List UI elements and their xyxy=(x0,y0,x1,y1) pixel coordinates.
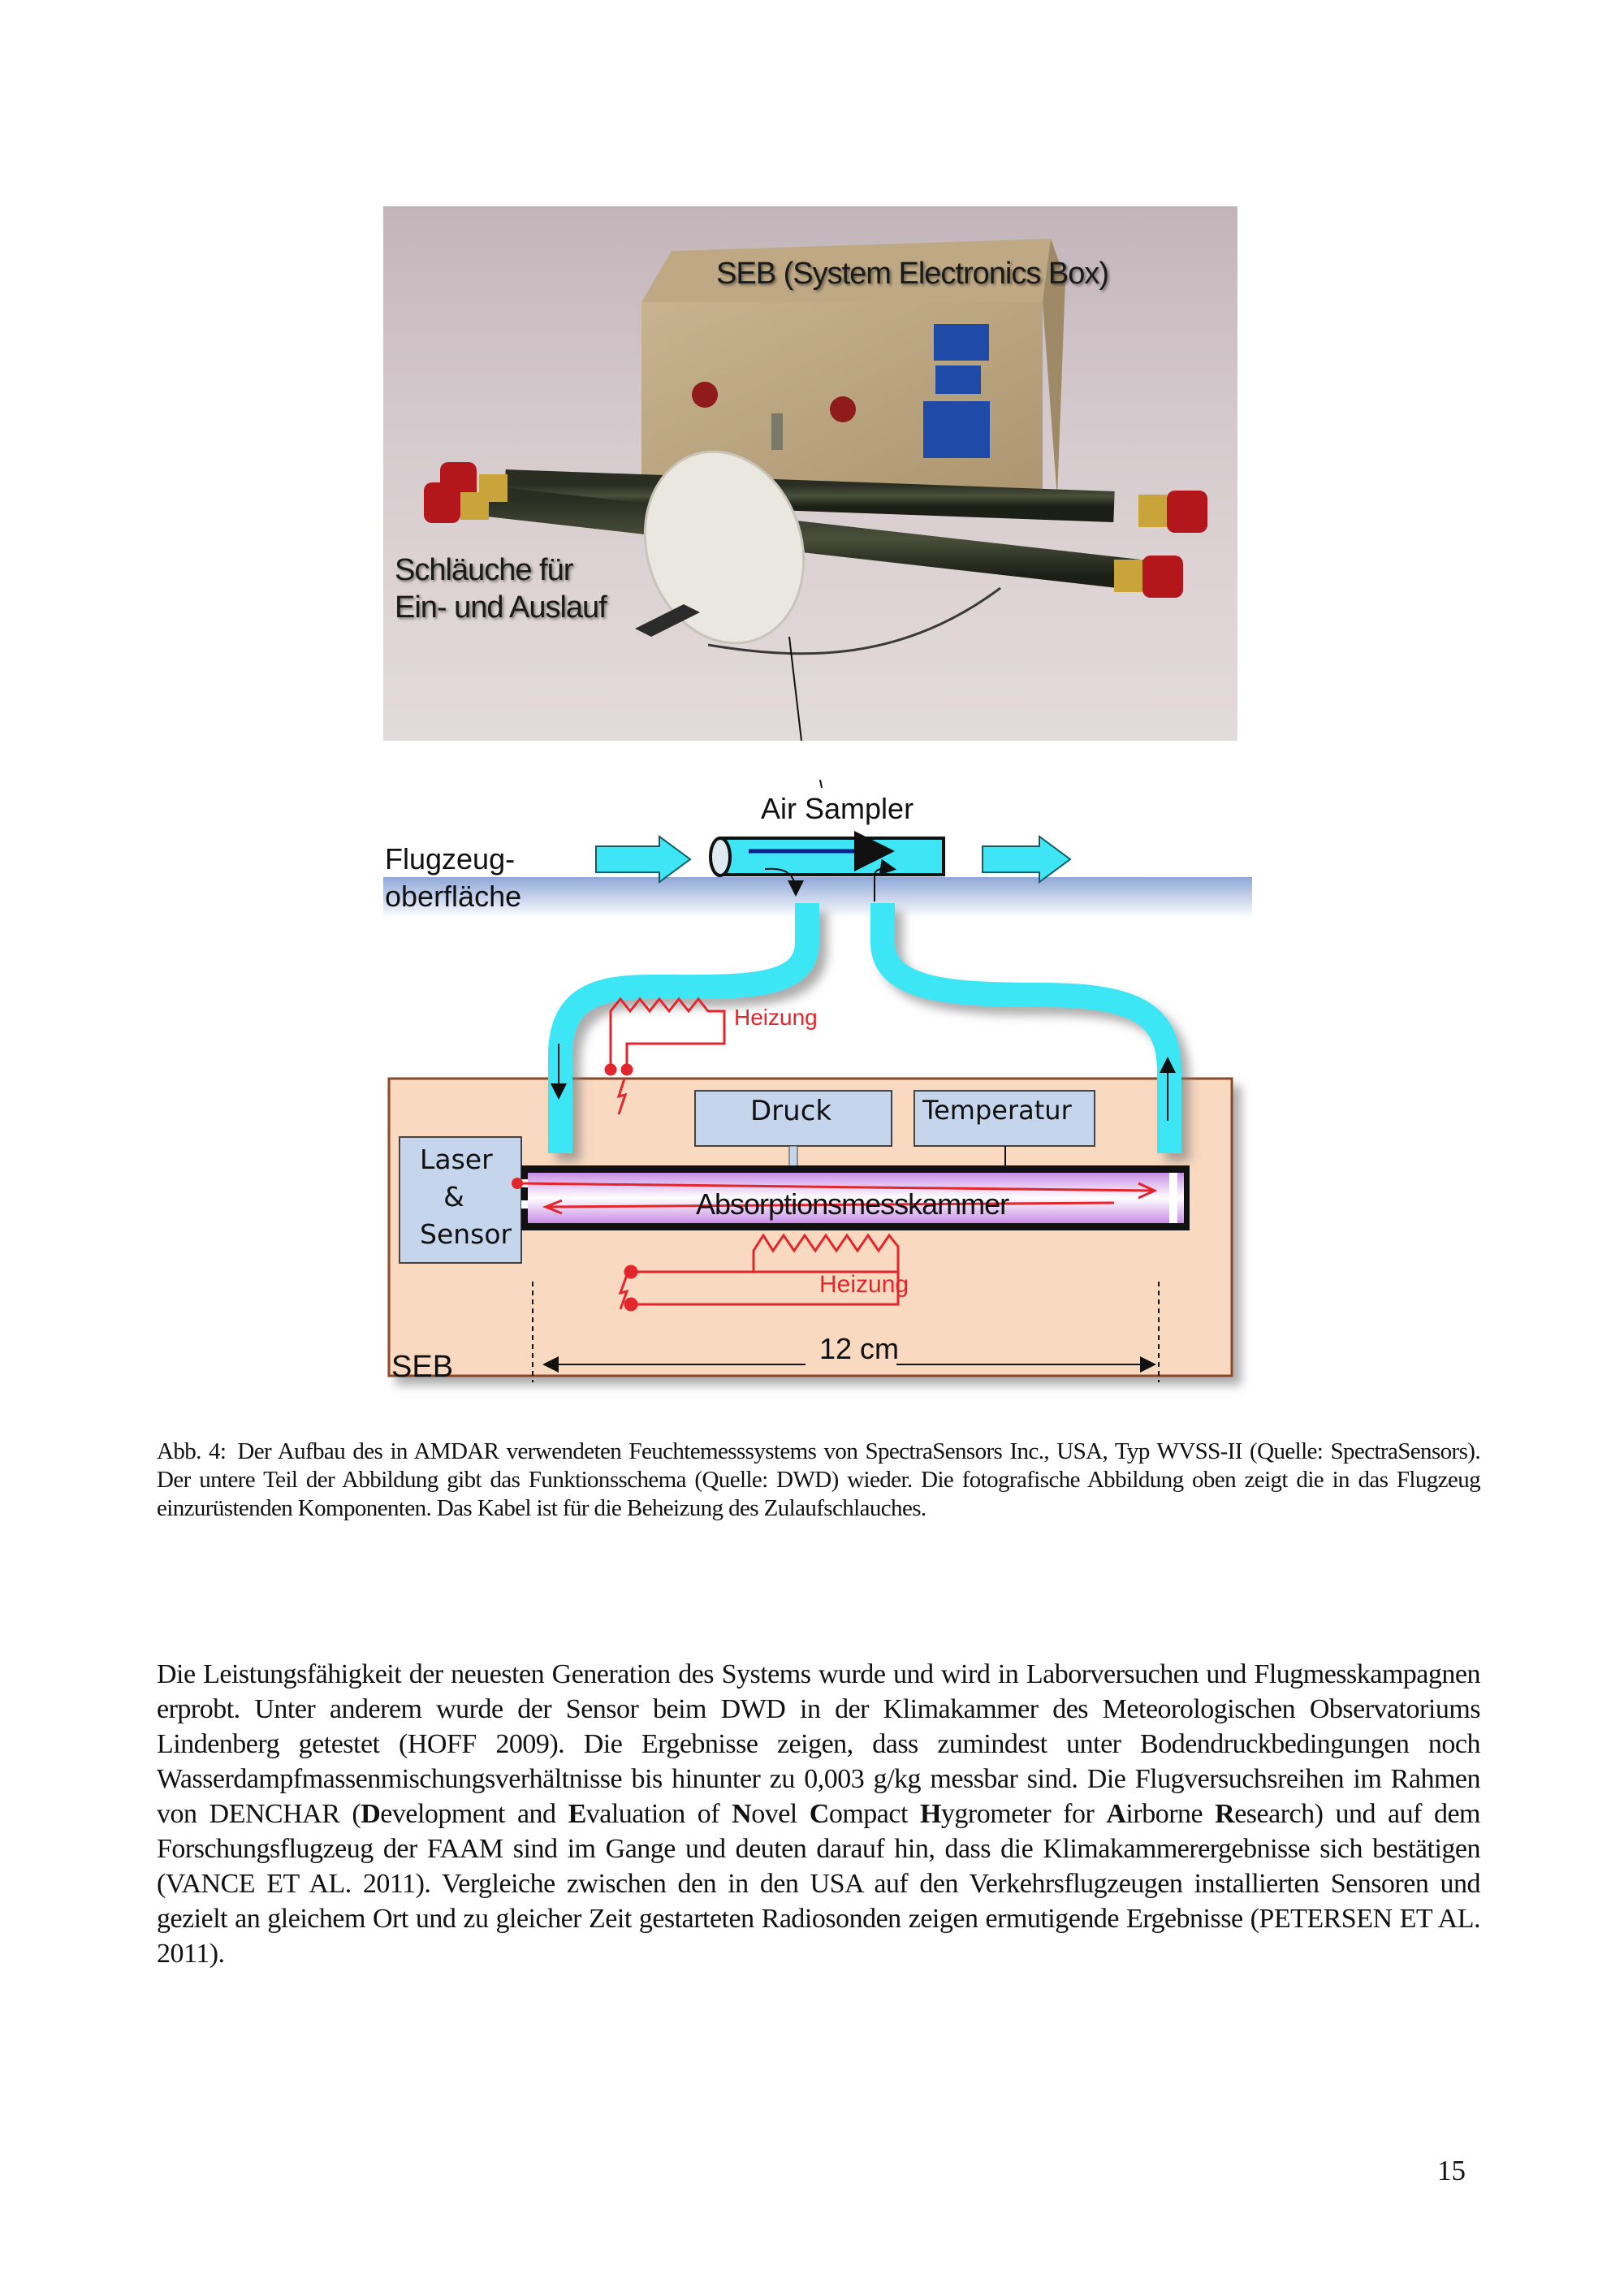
laser-label-line1: Laser xyxy=(420,1144,493,1175)
air-sampler-part xyxy=(635,450,1001,655)
scale-bar xyxy=(532,1282,1160,1382)
tube-heater-label: Heizung xyxy=(734,1005,818,1030)
acronym-initial: R xyxy=(1215,1799,1235,1829)
flow-arrows xyxy=(595,835,1072,884)
electronics-box xyxy=(641,239,1065,499)
body-text-part2: ) und auf dem Forschungsflugzeug der FAA… xyxy=(157,1799,1481,1969)
scale-label: 12 cm xyxy=(819,1332,900,1365)
temperature-label: Temperatur xyxy=(922,1095,1072,1126)
acronym-initial: E xyxy=(568,1799,587,1829)
sample-tubes xyxy=(548,903,1181,1153)
acronym-word-rest: ygrometer for xyxy=(940,1799,1107,1829)
function-diagram: Air Sampler Flugzeug- oberfläche Heizung… xyxy=(383,780,1252,1405)
acronym-word-rest: esearch xyxy=(1234,1799,1315,1829)
surface-label-line1: Flugzeug- xyxy=(385,842,516,876)
chamber-heater xyxy=(618,1233,900,1312)
acronym-word-rest: irborne xyxy=(1125,1799,1216,1829)
chamber-heater-label: Heizung xyxy=(819,1271,909,1298)
hoses-label-line1: Schläuche für xyxy=(395,553,573,587)
pressure-label: Druck xyxy=(750,1095,832,1127)
laser-sensor-box xyxy=(399,1136,522,1264)
photo-label-hoses: Schläuche für Ein- und Auslauf xyxy=(395,551,607,626)
laser-sensor-label: Laser & Sensor xyxy=(420,1141,512,1253)
figure-caption: Abb. 4:Der Aufbau des in AMDAR verwendet… xyxy=(157,1438,1481,1523)
acronym-initial: N xyxy=(732,1799,752,1829)
air-sampler-tube xyxy=(709,831,945,902)
acronym-word-rest: ovel xyxy=(751,1799,810,1829)
air-sampler-label: Air Sampler xyxy=(761,792,914,825)
hoses xyxy=(424,462,1207,598)
acronym-initial: H xyxy=(919,1799,941,1829)
photo-title-seb: SEB (System Electronics Box) xyxy=(716,257,1109,291)
figure-photo: SEB (System Electronics Box) Schläuche f… xyxy=(383,206,1237,741)
surface-label-line2: oberfläche xyxy=(385,880,522,913)
aircraft-surface-label: Flugzeug- oberfläche xyxy=(385,841,521,915)
seb-label: SEB xyxy=(391,1350,454,1384)
body-paragraph: Die Leistungsfähigkeit der neuesten Gene… xyxy=(157,1657,1481,1971)
denchar-expansion: Development and Evaluation of Novel Comp… xyxy=(361,1799,1315,1829)
absorption-chamber xyxy=(512,1165,1190,1230)
tube-heater xyxy=(604,997,726,1115)
caption-text: Der Aufbau des in AMDAR verwendeten Feuc… xyxy=(157,1438,1481,1521)
acronym-word-rest: valuation of xyxy=(585,1799,732,1829)
diagram-graphics xyxy=(383,780,1252,1382)
laser-label-line3: Sensor xyxy=(420,1218,512,1250)
acronym-initial: A xyxy=(1106,1799,1126,1829)
hoses-label-line2: Ein- und Auslauf xyxy=(395,590,607,625)
pointer-line xyxy=(788,636,802,741)
acronym-word-rest: evelopment and xyxy=(380,1799,568,1829)
caption-label: Abb. 4: xyxy=(157,1438,227,1464)
acronym-word-rest: ompact xyxy=(828,1799,920,1829)
absorption-chamber-label: Absorptionsmesskammer xyxy=(696,1187,1009,1221)
acronym-initial: C xyxy=(809,1799,830,1829)
body-text-part1: Die Leistungsfähigkeit der neuesten Gene… xyxy=(157,1659,1481,1829)
photo-illustration xyxy=(424,239,1207,741)
page-number: 15 xyxy=(1437,2155,1466,2186)
acronym-initial: D xyxy=(361,1799,381,1829)
laser-label-line2: & xyxy=(443,1181,464,1213)
pressure-probe xyxy=(788,1145,798,1167)
